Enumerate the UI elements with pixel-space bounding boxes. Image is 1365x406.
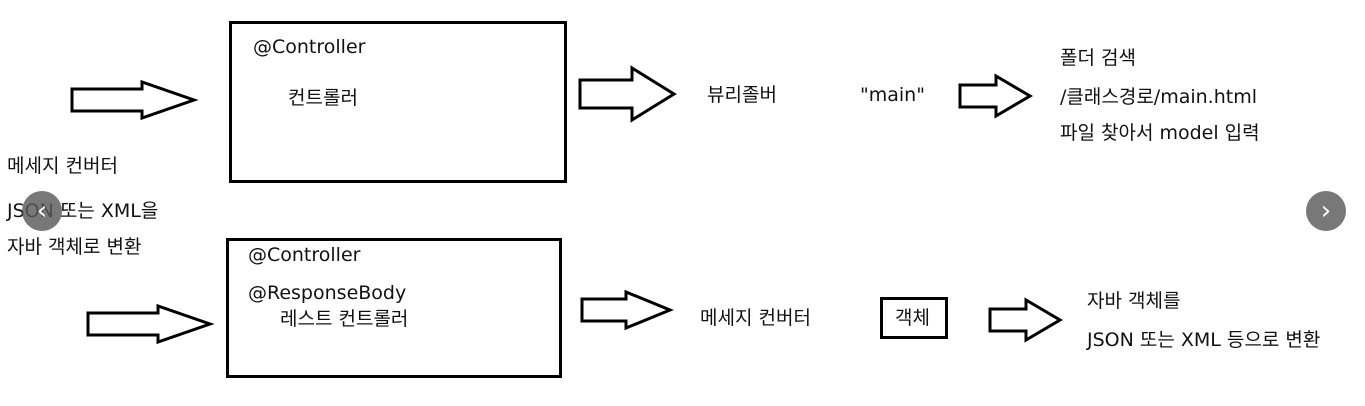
left-note-line1: 메세지 컨버터 bbox=[7, 155, 118, 177]
message-converter-label: 메세지 컨버터 bbox=[700, 307, 811, 329]
bottom-result-line1: 자바 객체를 bbox=[1087, 290, 1181, 312]
input-arrow-top bbox=[70, 79, 199, 121]
carousel-prev-button[interactable]: ‹ bbox=[22, 191, 62, 231]
view-resolver-label: 뷰리졸버 bbox=[707, 84, 777, 106]
input-arrow-bottom bbox=[86, 303, 215, 345]
chevron-left-icon: ‹ bbox=[36, 196, 48, 226]
controller-box: @Controller 컨트롤러 bbox=[229, 21, 567, 183]
top-result-line1: 폴더 검색 bbox=[1060, 47, 1136, 69]
object-box: 객체 bbox=[880, 297, 948, 339]
top-result-line2: /클래스경로/main.html bbox=[1060, 86, 1257, 108]
rest-annotation-responsebody: @ResponseBody bbox=[248, 282, 407, 304]
rest-controller-box: @Controller @ResponseBody 레스트 컨트롤러 bbox=[226, 238, 562, 378]
chevron-right-icon: › bbox=[1320, 196, 1332, 226]
controller-to-resolver-arrow bbox=[578, 65, 677, 123]
bottom-result-line2: JSON 또는 XML 등으로 변환 bbox=[1087, 329, 1321, 351]
rest-controller-label: 레스트 컨트롤러 bbox=[280, 308, 409, 330]
controller-annotation: @Controller bbox=[253, 36, 366, 58]
controller-label: 컨트롤러 bbox=[288, 87, 358, 109]
resolver-to-result-arrow bbox=[958, 73, 1033, 119]
left-note-line3: 자바 객체로 변환 bbox=[7, 236, 142, 258]
rest-to-converter-arrow bbox=[580, 289, 674, 331]
object-label: 객체 bbox=[895, 307, 930, 329]
view-name-label: "main" bbox=[860, 84, 925, 106]
carousel-next-button[interactable]: › bbox=[1306, 191, 1346, 231]
rest-annotation-controller: @Controller bbox=[248, 244, 361, 266]
top-result-line3: 파일 찾아서 model 입력 bbox=[1060, 122, 1260, 144]
object-to-result-arrow bbox=[988, 297, 1063, 343]
